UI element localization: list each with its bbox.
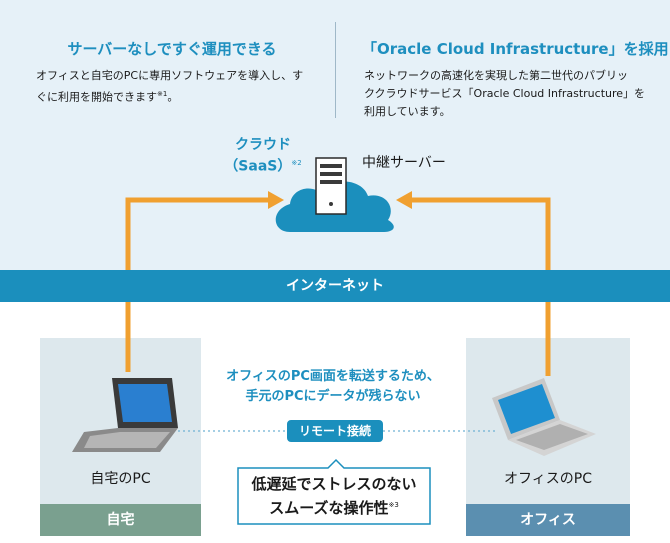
relay-server-label: 中継サーバー — [362, 155, 446, 171]
feature-divider — [335, 22, 336, 118]
internet-band: インターネット — [0, 270, 670, 302]
home-device-label: 自宅のPC — [90, 471, 151, 487]
feature-1-body-line2-text: ぐに利用を開始できます — [36, 90, 157, 104]
home-footer: 自宅 — [40, 504, 201, 536]
callout-line1: 低遅延でストレスのない — [251, 475, 417, 493]
office-footer: オフィス — [466, 504, 630, 536]
cloud-note-mark: ※2 — [291, 159, 302, 167]
callout-line2: スムーズな操作性 — [269, 499, 389, 517]
office-device-label: オフィスのPC — [504, 471, 592, 487]
remote-note-line1: オフィスのPC画面を転送するため、 — [226, 369, 440, 384]
callout-bubble — [237, 458, 431, 525]
laptop-icon — [72, 378, 178, 452]
feature-2-title: 「Oracle Cloud Infrastructure」を採用 — [362, 40, 669, 58]
feature-2-body-line3: 利用しています。 — [364, 105, 451, 118]
feature-1-body: オフィスと自宅のPCに専用ソフトウェアを導入し、す ぐに利用を開始できます※1。 — [36, 67, 336, 107]
callout-text: 低遅延でストレスのない スムーズな操作性※3 — [238, 474, 430, 519]
feature-2-body: ネットワークの高速化を実現した第二世代のパブリッ ククラウドサービス「Oracl… — [364, 67, 664, 121]
feature-2-body-line2: ククラウドサービス「Oracle Cloud Infrastructure」を — [364, 87, 646, 100]
remote-connection-badge: リモート接続 — [287, 420, 383, 442]
feature-1-title: サーバーなしですぐ運用できる — [67, 40, 277, 58]
feature-1-body-line2: ぐに利用を開始できます※1。 — [36, 85, 336, 107]
remote-note-line2: 手元のPCにデータが残らない — [245, 389, 421, 404]
cloud-label-line1: クラウド — [235, 137, 291, 153]
feature-1-trailing: 。 — [167, 90, 179, 104]
server-icon — [315, 157, 347, 215]
feature-1-note-mark: ※1 — [157, 90, 168, 98]
remote-note: オフィスのPC画面を転送するため、 手元のPCにデータが残らない — [208, 367, 458, 407]
feature-2-body-line1: ネットワークの高速化を実現した第二世代のパブリッ — [364, 69, 628, 82]
laptop-icon — [492, 378, 596, 456]
callout-note-mark: ※3 — [388, 501, 399, 509]
cloud-label: クラウド （SaaS）※2 — [218, 136, 308, 176]
cloud-label-line2: （SaaS） — [224, 158, 292, 175]
feature-1-body-line1: オフィスと自宅のPCに専用ソフトウェアを導入し、す — [36, 69, 304, 82]
